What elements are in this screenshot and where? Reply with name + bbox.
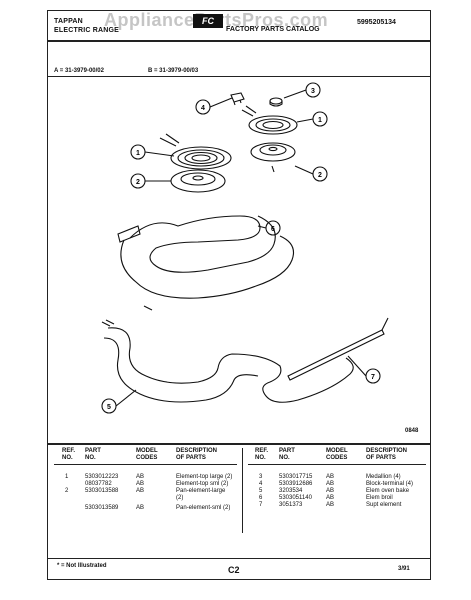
- model-b-label: B = 31-3979-00/03: [148, 68, 199, 74]
- exploded-parts-diagram: 1 2 3 4 1 2 5 6 7: [101, 82, 389, 414]
- page-frame: [47, 10, 431, 580]
- callout-1-left: 1: [136, 150, 140, 157]
- catalog-title: FACTORY PARTS CATALOG: [226, 26, 320, 33]
- model-a-label: A = 31-3979-00/02: [54, 68, 104, 74]
- callout-1-right: 1: [318, 117, 322, 124]
- model-rule: [48, 76, 430, 77]
- not-illustrated-note: * = Not Illustrated: [57, 563, 107, 569]
- callout-2-right: 2: [318, 172, 322, 179]
- figure-number: 0848: [405, 428, 419, 434]
- bake-element: [101, 319, 354, 403]
- surface-element-large: [159, 133, 232, 170]
- product-type: ELECTRIC RANGE: [54, 27, 120, 34]
- broil-element: [117, 215, 295, 311]
- table-header-rule-right: [248, 464, 426, 465]
- medallion: [269, 97, 283, 107]
- table-top-rule: [48, 443, 430, 445]
- footer-rule: [48, 558, 430, 559]
- revision-date: 3/91: [398, 566, 410, 572]
- header-ref-left: REF.NO.: [62, 448, 76, 461]
- drip-pan-small: [250, 142, 296, 173]
- callout-6: 6: [271, 226, 275, 233]
- fc-logo: FC: [193, 14, 223, 28]
- header-rule: [48, 40, 430, 42]
- terminal-block: [230, 92, 245, 106]
- element-support: [287, 317, 389, 381]
- callout-5: 5: [107, 404, 111, 411]
- callout-2-left: 2: [136, 179, 140, 186]
- brand-block: TAPPAN ELECTRIC RANGE: [54, 17, 119, 35]
- catalog-number: 5995205134: [357, 19, 396, 26]
- table-divider: [242, 448, 243, 533]
- surface-element-small: [241, 105, 298, 135]
- table-header-rule-left: [54, 464, 237, 465]
- page-number: C2: [228, 565, 240, 575]
- callout-4: 4: [201, 105, 205, 112]
- brand-name: TAPPAN: [54, 18, 83, 25]
- callout-3: 3: [311, 88, 315, 95]
- header-ref-right: REF.NO.: [255, 448, 269, 461]
- callout-7: 7: [371, 374, 375, 381]
- drip-pan-large: [170, 169, 226, 193]
